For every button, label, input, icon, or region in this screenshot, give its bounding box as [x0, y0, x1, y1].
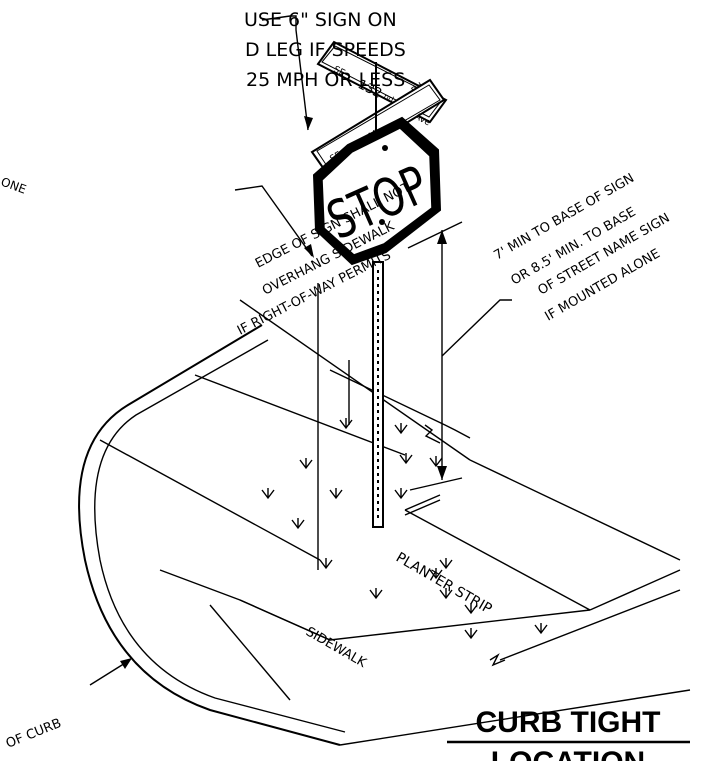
post-hole: [377, 340, 379, 343]
post-hole: [377, 417, 379, 420]
post-hole: [377, 410, 379, 413]
post-hole: [377, 305, 379, 308]
note-top-line-1: USE 6" SIGN ON: [244, 9, 397, 31]
sidewalk-joint-2: [99, 439, 321, 561]
post-hole: [377, 368, 379, 371]
stop-sign-bolt-bottom: [379, 219, 385, 225]
note-top-line-3: 25 MPH OR LESS: [246, 69, 405, 91]
post-holes: [377, 270, 379, 518]
sidewalk-label: SIDEWALK: [303, 624, 369, 671]
post-hole: [377, 375, 379, 378]
planter-back-edge: [329, 369, 471, 439]
curb-line-outer: [78, 324, 341, 746]
post-hole: [377, 431, 379, 434]
note-cut-left: ONE: [0, 175, 28, 197]
post-hole: [377, 403, 379, 406]
sidewalk-bottom-line: [339, 689, 691, 746]
sidewalk-joint-1: [194, 374, 406, 456]
note-curb: OF CURB: [4, 658, 132, 752]
planter-strip-label: PLANTER STRIP: [393, 550, 494, 618]
post-hole: [377, 487, 379, 490]
ground-plan: [78, 299, 691, 746]
planter-grass-marks: [261, 418, 548, 640]
post-hole: [377, 284, 379, 287]
curb-back-line: [469, 459, 681, 561]
post-hole: [377, 452, 379, 455]
post-hole: [377, 333, 379, 336]
sidewalk-outer-break: [489, 653, 506, 667]
post-hole: [377, 270, 379, 273]
note-height: 7' MIN TO BASE OF SIGN OR 8.5' MIN. TO B…: [492, 171, 673, 325]
post-hole: [377, 396, 379, 399]
title-line-1: CURB TIGHT: [476, 706, 661, 739]
post-hole: [377, 312, 379, 315]
post-hole: [377, 298, 379, 301]
stop-sign: STOP: [312, 116, 442, 266]
post-hole: [377, 515, 379, 518]
post-hole: [377, 382, 379, 385]
curb-line-inner: [94, 339, 346, 733]
note-top: USE 6" SIGN ON D LEG IF SPEEDS 25 MPH OR…: [244, 9, 406, 131]
post-hole: [377, 389, 379, 392]
post-hole: [377, 361, 379, 364]
post-hole: [377, 480, 379, 483]
sign-post: [372, 261, 384, 528]
post-hole: [377, 424, 379, 427]
sidewalk-joint-4: [209, 604, 291, 701]
planter-break: [424, 424, 441, 444]
height-dimension: [404, 221, 512, 516]
post-hole: [377, 291, 379, 294]
joint-right-1: [589, 569, 681, 611]
post-hole: [377, 354, 379, 357]
sidewalk-front-line: [239, 599, 591, 641]
sidewalk-inner-edge: [239, 299, 471, 461]
post-hole: [377, 473, 379, 476]
drawing-title: CURB TIGHT LOCATION: [447, 706, 690, 761]
title-line-2: LOCATION: [491, 746, 645, 761]
sidewalk-joint-3: [159, 569, 331, 641]
post-hole: [377, 501, 379, 504]
post-hole: [377, 438, 379, 441]
planter-front-edge: [404, 509, 591, 611]
post-hole: [377, 508, 379, 511]
sidewalk-outer-line: [499, 589, 681, 661]
post-hole: [377, 319, 379, 322]
post-hole: [377, 277, 379, 280]
sign-a-prefix: SE: [332, 65, 347, 79]
post-hole: [377, 494, 379, 497]
note-top-line-2: D LEG IF SPEEDS: [245, 39, 406, 61]
note-curb-text: OF CURB: [4, 716, 64, 752]
post-hole: [377, 445, 379, 448]
post-hole: [377, 459, 379, 462]
post-hole: [377, 347, 379, 350]
post-hole: [377, 466, 379, 469]
post-hole: [377, 326, 379, 329]
sign-a-suffix: nd: [382, 92, 395, 105]
planter-side-edge: [404, 494, 441, 511]
stop-sign-bolt-top: [382, 145, 388, 151]
